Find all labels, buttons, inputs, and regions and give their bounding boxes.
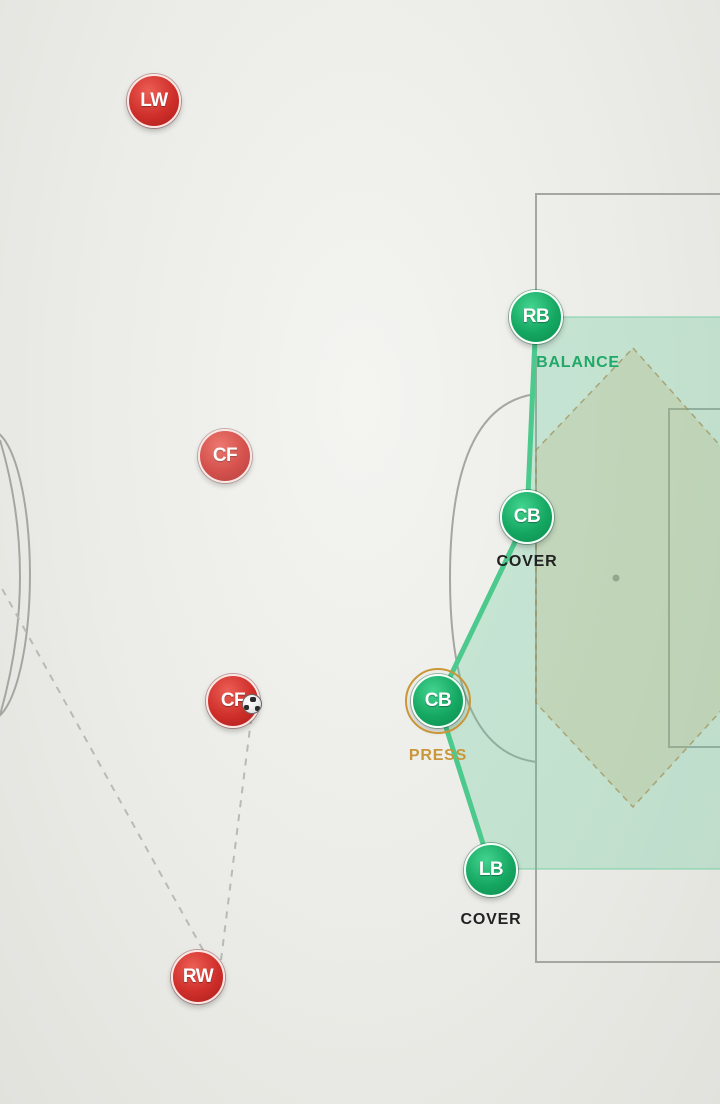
passing-lane-rw-to-cm (220, 711, 253, 961)
player-label: CB (424, 690, 452, 711)
home-player-cb-left[interactable]: CB (405, 668, 471, 734)
player-label: LB (478, 859, 504, 880)
role-tag-cover: COVER (460, 911, 522, 928)
soccer-ball-icon (242, 694, 262, 714)
role-tag-balance: BALANCE (536, 354, 620, 371)
player-label: RB (522, 306, 550, 327)
home-player-lb[interactable]: LB (464, 843, 518, 897)
center-circle-right-edge (0, 439, 21, 716)
defensive-line-connector (435, 314, 539, 872)
home-player-rb[interactable]: RB (509, 290, 563, 344)
away-player-lw[interactable]: LW (127, 74, 181, 128)
passing-lanes (0, 584, 253, 961)
penalty-arc (448, 393, 537, 763)
home-player-cb-right[interactable]: CB (500, 490, 554, 544)
away-player-rw[interactable]: RW (171, 950, 225, 1004)
player-label: RW (182, 966, 214, 987)
role-tag-cover: COVER (496, 553, 558, 570)
player-label: CF (212, 445, 238, 466)
role-tag-press: PRESS (408, 747, 468, 764)
player-label: LW (140, 90, 168, 111)
center-circle-arc (0, 433, 31, 717)
player-label: CF (220, 690, 246, 711)
passing-lane-rw-to-left (0, 584, 204, 951)
away-player-ball-carrier[interactable]: CF (206, 674, 260, 728)
player-label: CB (513, 506, 541, 527)
goal-area (668, 408, 720, 748)
penalty-spot (612, 574, 620, 582)
away-player-cf[interactable]: CF (198, 429, 252, 483)
coverage-diamond-zone (535, 346, 720, 809)
